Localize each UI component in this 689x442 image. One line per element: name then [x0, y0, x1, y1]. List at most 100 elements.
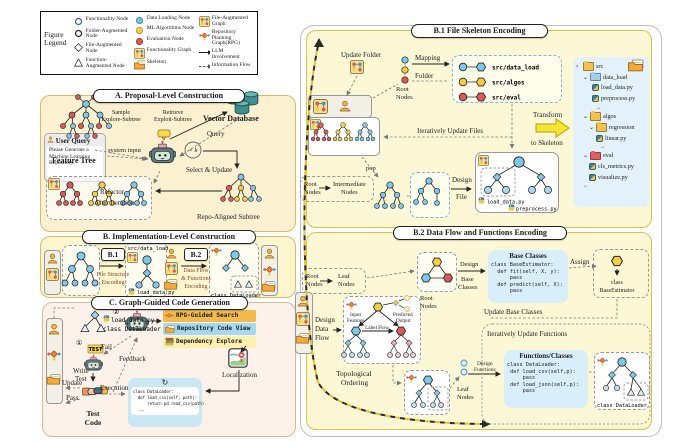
root-intermediate-box [300, 176, 374, 202]
panel-b-mid-box [125, 242, 167, 298]
file-tree-label: load_data.py [601, 84, 633, 92]
functions-classes-code: class DataLoader: def load_csv(self,p): … [507, 362, 579, 394]
python-file-icon [592, 84, 599, 92]
file-tree-row: linear.py [576, 133, 647, 144]
legend-label: Repository Planning Graph(RPG) [211, 28, 240, 47]
legend-item: Skeleton [133, 59, 195, 70]
tools-box: RPG-Guided Search Repository Code View D… [163, 310, 256, 348]
file-tree-label: data_load [603, 73, 628, 81]
file-tree-row: ⌄ regression [576, 122, 647, 133]
folder-augmented-node-icon [73, 29, 84, 38]
tool-repository-code-view: Repository Code View [163, 323, 256, 335]
user-query-text: Please Generate a Machine Learning Repos… [47, 146, 103, 178]
refresh-icon: ↻ [161, 378, 169, 387]
folder-icon [590, 150, 601, 161]
legend-label: Evaluation Node [146, 35, 184, 42]
panel-b-right-box [209, 242, 259, 298]
legend-label: Functionality Node [85, 15, 129, 22]
evaluation-node-icon [134, 37, 145, 46]
b1-trees-box [308, 117, 380, 156]
tool-dependency-explore: Dependency Explore [163, 336, 256, 348]
dataloader-tree-box [594, 352, 650, 410]
llm-involvement-arrow-icon [198, 49, 210, 56]
figure-legend: Figure Legend Functionality Node Folder-… [40, 11, 258, 75]
functionality-graph-icon [133, 47, 145, 59]
panel-b-title: B. Implementation-Level Construction [82, 230, 256, 244]
file-tree-label: regression [609, 123, 635, 131]
user-query-box: User Query Please Generate a Machine Lea… [44, 133, 106, 182]
panel-c-title: C. Graph-Guided Code Generation [91, 296, 248, 310]
file-augmented-graph-icon [198, 16, 210, 28]
twisty-icon: ⌄ [583, 73, 589, 81]
base-classes-title: Base Classes [509, 252, 547, 260]
legend-item: ML Algorithms Node [134, 26, 195, 35]
python-file-icon [592, 95, 599, 103]
legend-item: Data Loading Node [134, 14, 195, 25]
twisty-icon: ⌄ [589, 123, 595, 131]
folder-mapping-box [452, 55, 562, 103]
file-tree-row: visualize.py [576, 172, 647, 183]
file-tree-row: load_data.py [576, 83, 647, 94]
legend-node-column: Functionality Node Folder-Augmented Node… [71, 15, 132, 71]
python-file-icon [589, 174, 596, 182]
legend-item: Evaluation Node [134, 35, 195, 46]
file-tree-row: ↔ [576, 144, 647, 151]
base-classes-code: class BaseEstimator: def fit(self, X, y)… [491, 262, 563, 294]
functions-classes-box: Functions/Classes class DataLoader: def … [504, 350, 588, 408]
b1-agent-chip [308, 95, 372, 118]
file-tree-label: eval [603, 152, 614, 160]
intermediate-tree-box [410, 172, 450, 218]
more-files-icon: ↔ [600, 144, 606, 151]
functions-classes-title: Functions/Classes [519, 352, 573, 360]
legend-item: File-Augmented Graph [198, 15, 252, 28]
data-flow-graph-box [343, 296, 421, 364]
file-tree-label: cls_metrics.py [598, 163, 634, 171]
legend-item: Folder-Augmented Node [73, 28, 130, 41]
legend-label: LLM Involvement [211, 48, 240, 60]
panel-b-right-chip [261, 245, 278, 296]
legend-filled-column: Data Loading Node ML Algorithms Node Eva… [132, 15, 197, 71]
twisty-icon: ⌄ [583, 152, 589, 160]
user-icon [47, 136, 54, 143]
root-nodes-graph-box [417, 252, 457, 292]
file-tree-row: › src [576, 61, 647, 72]
file-tree-label: src [596, 62, 604, 70]
python-file-icon [589, 163, 596, 171]
folder-icon [583, 61, 594, 71]
tool-label: Dependency Explore [176, 338, 243, 346]
tool-label: Repository Code View [177, 325, 251, 333]
skeleton-icon [133, 60, 145, 70]
repository-folder-icon [165, 325, 175, 333]
dependency-books-icon [165, 338, 174, 346]
topological-tree-box [404, 370, 450, 415]
rpg-icon [198, 30, 210, 41]
generated-code-box: ↻ class DataLoader: def load_csv(self, p… [128, 378, 204, 427]
twisty-icon: › [576, 62, 579, 70]
file-tree-label: preprocess.py [601, 95, 636, 103]
file-tree-row: cls_metrics.py [576, 161, 647, 172]
legend-label: Data Loading Node [146, 14, 191, 21]
file-tree-row: ⌄algos [576, 111, 647, 122]
base-classes-box: Base Classes class BaseEstimator: def fi… [488, 250, 568, 303]
legend-item: Repository Planning Graph(RPG) [198, 28, 252, 47]
panel-a-title: A. Proposal-Level Construction [93, 89, 245, 103]
legend-item: File-Augmented Node [73, 42, 130, 55]
functionality-node-icon [73, 17, 84, 26]
legend-item: LLM Involvement [198, 48, 252, 61]
generated-code: class DataLoader: def load_csv(self, pat… [131, 387, 204, 416]
b2-agent-chip [295, 292, 313, 354]
information-flow-arrow-icon [198, 63, 210, 70]
twisty-icon: ⌄ [583, 113, 589, 121]
functionality-trees-box [46, 176, 152, 220]
ml-algorithms-node-icon [134, 26, 145, 35]
file-tree-row: ↔ [576, 183, 647, 190]
legend-label: File-Augmented Node [85, 42, 122, 55]
function-augmented-node-icon [73, 58, 84, 67]
legend-title: Figure Legend [44, 30, 67, 48]
panel-b-left-chip [44, 250, 61, 295]
legend-label: Skeleton [146, 59, 166, 66]
file-augmented-node-icon [73, 43, 84, 53]
panel-b2-title: B.2 Data Flow and Functions Encoding [393, 226, 567, 240]
base-estimator-node-box [593, 249, 649, 298]
